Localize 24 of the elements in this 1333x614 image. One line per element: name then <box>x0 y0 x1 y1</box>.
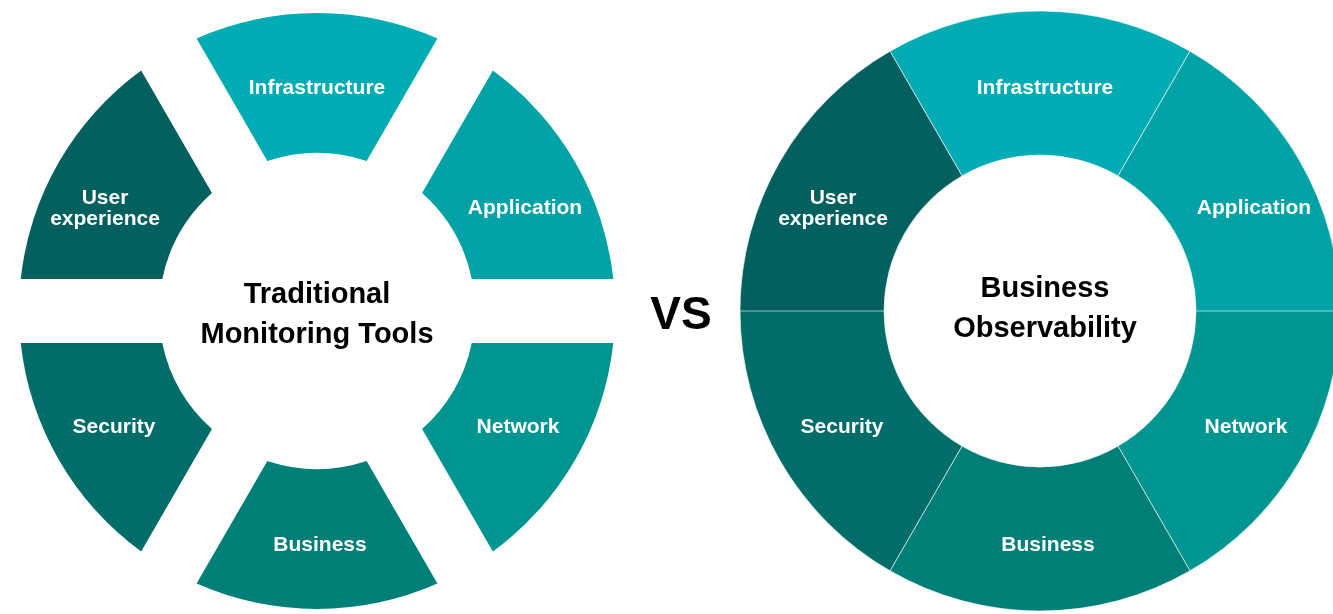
segment-label: Network <box>475 414 561 436</box>
segment-label: Application <box>1195 195 1313 217</box>
hub-title: Traditional Monitoring Tools <box>199 276 435 351</box>
ring-segment <box>740 51 962 311</box>
segment-label: Business <box>1000 532 1096 554</box>
segment-label: Security <box>799 414 885 436</box>
segment-label: User experience <box>777 186 889 228</box>
hub-title: Business Observability <box>952 270 1138 345</box>
ring-segment <box>20 70 212 279</box>
ring-segment <box>196 13 438 162</box>
segment-label: Infrastructure <box>975 75 1115 97</box>
versus-label: VS <box>650 286 712 340</box>
ring-segment <box>422 343 614 552</box>
segment-label: Network <box>1203 414 1289 436</box>
segment-label: Business <box>272 532 368 554</box>
segment-label: Application <box>466 195 584 217</box>
ring-segment <box>890 11 1190 176</box>
segment-label: User experience <box>49 186 161 228</box>
ring-segment <box>422 70 614 279</box>
segment-label: Infrastructure <box>247 75 387 97</box>
segment-label: Security <box>71 414 157 436</box>
ring-segment <box>196 460 438 609</box>
ring-segment <box>1118 51 1333 311</box>
ring-segment <box>890 446 1190 611</box>
